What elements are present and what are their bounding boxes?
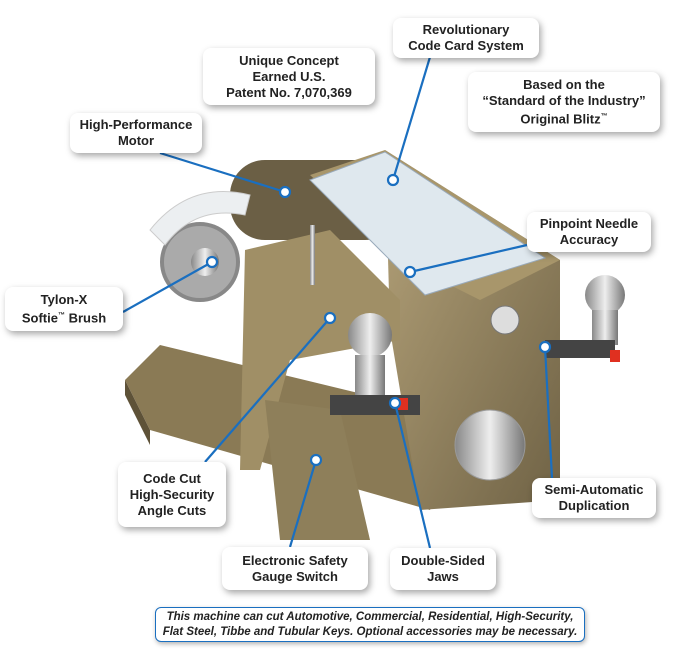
callout-text: “Standard of the Industry” bbox=[482, 92, 646, 108]
callout-text: Earned U.S. bbox=[252, 68, 326, 84]
callout-text-part: Brush bbox=[64, 310, 107, 326]
marker-motor bbox=[278, 185, 292, 199]
trademark: ™ bbox=[600, 112, 608, 120]
callout-text: Patent No. 7,070,369 bbox=[226, 84, 352, 100]
callout-text: High-Performance bbox=[79, 117, 193, 132]
callout-text: Gauge Switch bbox=[252, 568, 338, 584]
callout-code-card: Revolutionary Code Card System bbox=[393, 18, 539, 58]
callout-jaws: Double-Sided Jaws bbox=[390, 548, 496, 590]
marker-needle bbox=[403, 265, 417, 279]
callout-text: Angle Cuts bbox=[137, 502, 207, 518]
callout-text: Accuracy bbox=[559, 232, 619, 247]
callout-text: High-Security bbox=[129, 486, 215, 502]
callout-text: Pinpoint Needle bbox=[539, 216, 639, 231]
callout-text: Revolutionary bbox=[422, 22, 510, 37]
callout-duplication: Semi-Automatic Duplication bbox=[532, 478, 656, 518]
callout-text: Motor bbox=[117, 133, 155, 148]
callout-text: Code Cut bbox=[143, 470, 201, 486]
callout-text: Semi-Automatic bbox=[544, 482, 644, 497]
caption-line: This machine can cut Automotive, Commerc… bbox=[166, 611, 574, 623]
marker-jaws bbox=[388, 396, 402, 410]
caption-line: Flat Steel, Tibbe and Tubular Keys. Opti… bbox=[162, 626, 578, 638]
trademark: ™ bbox=[57, 311, 65, 319]
callout-text: Original Blitz™ bbox=[482, 109, 645, 127]
callout-motor: High-Performance Motor bbox=[70, 113, 202, 153]
callout-text: Unique Concept bbox=[239, 52, 339, 68]
carriage-arm bbox=[240, 230, 400, 470]
marker-duplication bbox=[538, 340, 552, 354]
callout-text: Jaws bbox=[427, 569, 459, 584]
gauge bbox=[490, 305, 520, 335]
marker-brush bbox=[205, 255, 219, 269]
right-knob bbox=[585, 275, 625, 315]
left-knob bbox=[348, 313, 392, 357]
callout-needle: Pinpoint Needle Accuracy bbox=[527, 212, 651, 252]
callout-text-part: Original Blitz bbox=[520, 111, 601, 127]
marker-angle bbox=[323, 311, 337, 325]
callout-brush: Tylon-X Softie™ Brush bbox=[5, 287, 123, 331]
callout-text: Electronic Safety bbox=[242, 552, 348, 568]
callout-text: Tylon-X bbox=[40, 291, 88, 307]
callout-patent: Unique Concept Earned U.S. Patent No. 7,… bbox=[203, 48, 375, 105]
capabilities-caption: This machine can cut Automotive, Commerc… bbox=[155, 607, 585, 642]
callout-gauge-switch: Electronic Safety Gauge Switch bbox=[222, 547, 368, 590]
callout-text: Softie™ Brush bbox=[22, 308, 106, 326]
dial bbox=[454, 409, 526, 481]
marker-code-card bbox=[386, 173, 400, 187]
callout-text: Double-Sided bbox=[401, 553, 485, 568]
brush-guard bbox=[149, 191, 251, 246]
callout-blitz: Based on the “Standard of the Industry” … bbox=[468, 72, 660, 132]
callout-angle-cuts: Code Cut High-Security Angle Cuts bbox=[118, 462, 226, 527]
code-card bbox=[309, 151, 547, 296]
callout-text: Code Card System bbox=[408, 38, 524, 53]
marker-gauge bbox=[309, 453, 323, 467]
callout-text: Duplication bbox=[558, 498, 630, 513]
callout-text-part: Softie bbox=[21, 310, 58, 326]
callout-text: Based on the bbox=[523, 76, 605, 92]
leader-lines bbox=[122, 56, 554, 549]
